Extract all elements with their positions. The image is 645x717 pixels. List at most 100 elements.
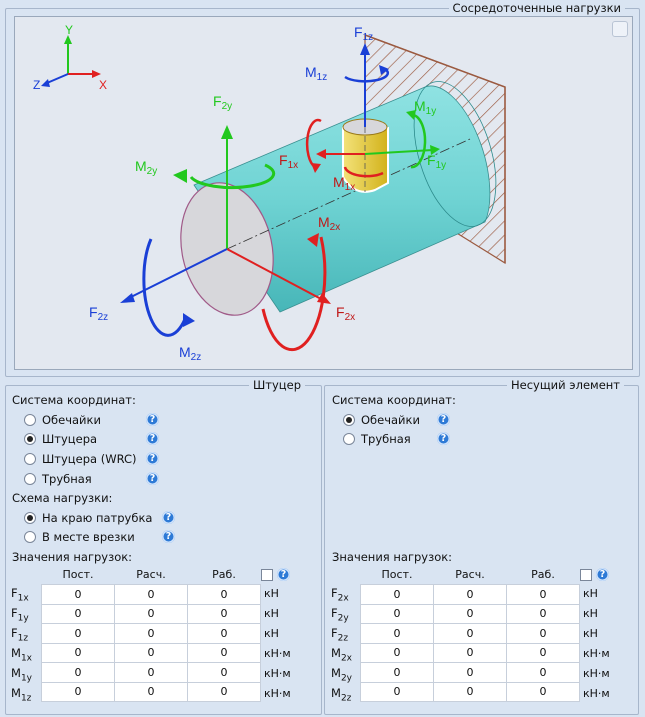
radio-icon[interactable] — [24, 512, 36, 524]
carrier-work-checkbox[interactable] — [580, 569, 592, 581]
value-cell[interactable]: 0 — [187, 681, 261, 702]
value-cell[interactable]: 0 — [506, 681, 580, 702]
value-cell[interactable]: 0 — [187, 623, 261, 644]
value-cell[interactable]: 0 — [41, 681, 115, 702]
nozzle-coord-option-0[interactable]: Обечайки — [24, 412, 101, 428]
value-cell[interactable]: 0 — [41, 642, 115, 663]
value-cell[interactable]: 0 — [114, 642, 188, 663]
axis-x-label: X — [99, 78, 107, 92]
value-cell[interactable]: 0 — [360, 623, 434, 644]
radio-icon[interactable] — [24, 531, 36, 543]
help-icon[interactable]: ? — [146, 432, 159, 445]
col-header-calc: Расч. — [136, 568, 166, 581]
unit-label: кН·м — [264, 687, 291, 700]
col-header-const: Пост. — [62, 568, 94, 581]
row-label-m1y: M1y — [11, 666, 32, 684]
row-label-m1x: M1x — [11, 646, 32, 664]
axis-triad: Y X Z — [33, 23, 107, 92]
radio-icon[interactable] — [24, 453, 36, 465]
value-cell[interactable]: 0 — [506, 603, 580, 624]
value-cell[interactable]: 0 — [360, 642, 434, 663]
value-cell[interactable]: 0 — [114, 681, 188, 702]
value-cell[interactable]: 0 — [360, 662, 434, 683]
value-cell[interactable]: 0 — [506, 623, 580, 644]
axis-y-label: Y — [65, 23, 73, 37]
unit-label: кН — [583, 587, 598, 600]
value-cell[interactable]: 0 — [506, 584, 580, 605]
value-cell[interactable]: 0 — [433, 584, 507, 605]
value-cell[interactable]: 0 — [360, 584, 434, 605]
carrier-coord-option-0[interactable]: Обечайки — [343, 412, 420, 428]
option-label: Трубная — [361, 432, 411, 446]
value-cell[interactable]: 0 — [506, 642, 580, 663]
value-cell[interactable]: 0 — [41, 662, 115, 683]
value-cell[interactable]: 0 — [433, 603, 507, 624]
value-cell[interactable]: 0 — [187, 603, 261, 624]
viewport-corner-icon[interactable] — [612, 21, 628, 37]
help-icon[interactable]: ? — [596, 568, 609, 581]
value-cell[interactable]: 0 — [433, 642, 507, 663]
help-icon[interactable]: ? — [146, 413, 159, 426]
value-cell[interactable]: 0 — [41, 623, 115, 644]
value-cell[interactable]: 0 — [114, 662, 188, 683]
nozzle-scheme-option-0[interactable]: На краю патрубка — [24, 510, 152, 526]
value-cell[interactable]: 0 — [187, 662, 261, 683]
nozzle-coord-option-3[interactable]: Трубная — [24, 471, 92, 487]
value-cell[interactable]: 0 — [360, 603, 434, 624]
option-label: Штуцера — [42, 432, 98, 446]
value-cell[interactable]: 0 — [114, 603, 188, 624]
value-cell[interactable]: 0 — [506, 662, 580, 683]
value-cell[interactable]: 0 — [114, 623, 188, 644]
help-icon[interactable]: ? — [146, 472, 159, 485]
label-m1z: M1z — [305, 64, 327, 83]
unit-label: кН — [264, 627, 279, 640]
col-header-work: Раб. — [212, 568, 236, 581]
nozzle-coord-option-2[interactable]: Штуцера (WRC) — [24, 451, 137, 467]
nozzle-scheme-option-1[interactable]: В месте врезки — [24, 529, 135, 545]
value-cell[interactable]: 0 — [433, 623, 507, 644]
value-cell[interactable]: 0 — [433, 681, 507, 702]
nozzle-work-checkbox[interactable] — [261, 569, 273, 581]
radio-icon[interactable] — [24, 433, 36, 445]
carrier-values-label: Значения нагрузок: — [332, 550, 453, 564]
axis-z-label: Z — [33, 78, 40, 92]
radio-icon[interactable] — [343, 414, 355, 426]
col-header-work: Раб. — [531, 568, 555, 581]
help-icon[interactable]: ? — [162, 530, 175, 543]
concentrated-loads-title: Сосредоточенные нагрузки — [448, 1, 625, 16]
label-m1y: M1y — [414, 98, 436, 117]
radio-icon[interactable] — [343, 433, 355, 445]
value-cell[interactable]: 0 — [41, 584, 115, 605]
carrier-group-title: Несущий элемент — [507, 378, 624, 393]
help-icon[interactable]: ? — [146, 452, 159, 465]
value-cell[interactable]: 0 — [114, 584, 188, 605]
unit-label: кН·м — [583, 687, 610, 700]
value-cell[interactable]: 0 — [187, 642, 261, 663]
value-cell[interactable]: 0 — [433, 662, 507, 683]
value-cell[interactable]: 0 — [360, 681, 434, 702]
radio-icon[interactable] — [24, 473, 36, 485]
row-label-m2y: M2y — [331, 666, 352, 684]
row-label-m2x: M2x — [331, 646, 352, 664]
help-icon[interactable]: ? — [437, 413, 450, 426]
value-cell[interactable]: 0 — [187, 584, 261, 605]
carrier-coord-label: Система координат: — [332, 393, 456, 407]
carrier-coord-option-1[interactable]: Трубная — [343, 431, 411, 447]
load-diagram-viewport[interactable]: Y X Z — [14, 16, 633, 370]
radio-icon[interactable] — [24, 414, 36, 426]
help-icon[interactable]: ? — [277, 568, 290, 581]
help-icon[interactable]: ? — [437, 432, 450, 445]
carrier-load-arrows — [120, 125, 331, 352]
help-icon[interactable]: ? — [162, 511, 175, 524]
value-cell[interactable]: 0 — [41, 603, 115, 624]
nozzle-coord-option-1[interactable]: Штуцера — [24, 431, 97, 447]
